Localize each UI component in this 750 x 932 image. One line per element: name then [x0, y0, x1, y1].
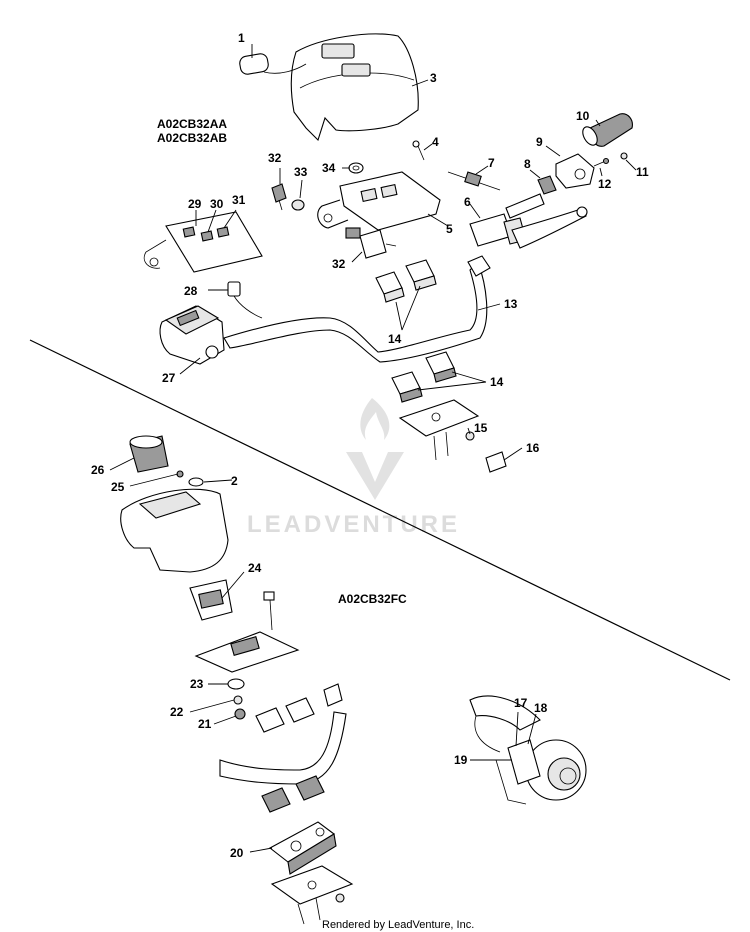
callout-1: 1 [238, 31, 245, 45]
part-riser-plate [398, 399, 480, 461]
callout-9: 9 [536, 135, 543, 149]
section-divider [29, 339, 731, 681]
part-22-nut [233, 695, 243, 705]
leader-lines [109, 44, 637, 853]
callouts: 1 2 3 4 5 6 7 8 9 10 11 12 13 14 14 15 1… [91, 31, 649, 860]
callout-3: 3 [430, 71, 437, 85]
callout-21: 21 [198, 717, 212, 731]
part-8-collar [505, 175, 557, 219]
diagram-code-upper-a: A02CB32AA [157, 117, 227, 131]
part-34-grommet [348, 162, 364, 174]
part-5-switch-bracket [317, 171, 441, 231]
callout-31: 31 [232, 193, 246, 207]
part-32-switch-upper [271, 183, 287, 211]
callout-2: 2 [231, 474, 238, 488]
callout-16: 16 [526, 441, 540, 455]
part-24-switch [189, 579, 233, 621]
part-27-handlebar-switch [159, 305, 225, 365]
part-13-handlebar [223, 255, 491, 363]
part-lower-clamps-upper [255, 697, 315, 733]
callout-5: 5 [446, 222, 453, 236]
callout-34: 34 [322, 161, 336, 175]
callout-6: 6 [464, 195, 471, 209]
callout-23: 23 [190, 677, 204, 691]
part-lower-cover [120, 488, 229, 573]
part-11-end-cap [620, 152, 628, 160]
diagram-code-lower: A02CB32FC [338, 592, 407, 606]
part-lower-bracket [194, 631, 300, 673]
footer-credit: Rendered by LeadVenture, Inc. [322, 919, 474, 931]
part-23-washer [227, 678, 245, 690]
part-20-clamp-block [268, 821, 337, 875]
callout-33: 33 [294, 165, 308, 179]
watermark: LEADVENTURE [247, 398, 460, 538]
callout-14-lower: 14 [490, 375, 504, 389]
callout-26: 26 [91, 463, 105, 477]
callout-15: 15 [474, 421, 488, 435]
part-29-31-switch-panel [143, 211, 263, 273]
callout-27: 27 [162, 371, 176, 385]
callout-19: 19 [454, 753, 468, 767]
callout-29: 29 [188, 197, 202, 211]
part-lower-clamps-lower [261, 775, 325, 813]
part-28-connector [227, 281, 263, 319]
part-26-cap [129, 435, 169, 473]
callout-12: 12 [598, 177, 612, 191]
callout-28: 28 [184, 284, 198, 298]
callout-4: 4 [432, 135, 439, 149]
part-lower-handlebar [219, 683, 347, 785]
callout-24: 24 [248, 561, 262, 575]
part-21-nut [234, 708, 246, 720]
callout-32-upper: 32 [268, 151, 282, 165]
callout-18: 18 [534, 701, 548, 715]
callout-22: 22 [170, 705, 184, 719]
part-6-brake-master-cylinder [469, 206, 588, 249]
callout-17: 17 [514, 696, 528, 710]
callout-20: 20 [230, 846, 244, 860]
part-10-grip [582, 113, 633, 147]
part-33-nut [291, 199, 305, 211]
part-32-switch-lower [345, 227, 397, 259]
callout-10: 10 [576, 109, 590, 123]
part-12-screw [593, 157, 610, 167]
callout-7: 7 [488, 156, 495, 170]
callout-32-lower: 32 [332, 257, 346, 271]
part-brake-detail [469, 695, 587, 805]
part-lower-riser-plate [270, 865, 354, 925]
callout-25: 25 [111, 480, 125, 494]
part-14-clamp-lower [391, 351, 457, 403]
callout-8: 8 [524, 157, 531, 171]
part-2-grommet [188, 477, 204, 487]
part-3-handlebar-cover [290, 33, 419, 142]
part-4-screw [412, 140, 425, 161]
callout-30: 30 [210, 197, 224, 211]
part-16-cable-clamp [485, 451, 507, 473]
callout-11: 11 [636, 165, 649, 179]
part-15-nut [465, 431, 475, 441]
watermark-flame-icon [360, 398, 390, 440]
part-bolt-lower [263, 591, 275, 631]
part-9-throttle-housing [555, 153, 595, 189]
callout-14-upper: 14 [388, 332, 402, 346]
part-14-clamp-upper [375, 259, 437, 303]
callout-13: 13 [504, 297, 518, 311]
watermark-text: LEADVENTURE [247, 511, 460, 538]
diagram-code-upper-b: A02CB32AB [157, 131, 227, 145]
part-7-bolt [447, 171, 501, 191]
watermark-v-icon [346, 452, 404, 500]
